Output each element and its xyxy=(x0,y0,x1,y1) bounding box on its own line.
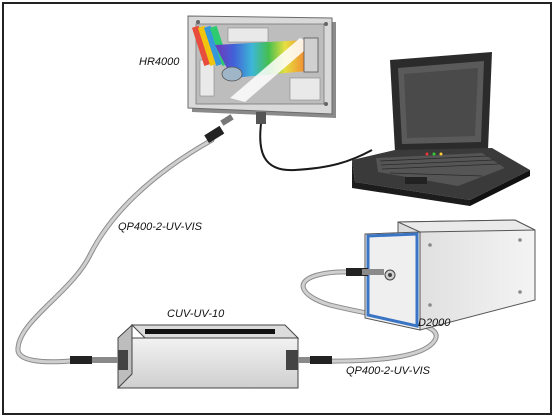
d2000-light-source xyxy=(364,219,536,331)
fiber-connector-d2000 xyxy=(346,268,384,276)
d2000-front-panel xyxy=(366,232,419,328)
cuv-uv-10-holder xyxy=(117,323,300,390)
hr4000-spectrometer xyxy=(187,15,336,124)
fiber-connector-hr4000 xyxy=(204,114,234,144)
light-beam xyxy=(230,38,312,102)
touchpad xyxy=(405,177,427,184)
label-fiber-lower: QP400-2-UV-VIS xyxy=(346,365,430,377)
grating xyxy=(221,66,243,82)
label-d2000: D2000 xyxy=(418,317,451,329)
fiber-connector-cuv-right xyxy=(298,356,332,364)
label-hr4000: HR4000 xyxy=(139,56,180,68)
label-fiber-upper: QP400-2-UV-VIS xyxy=(118,221,202,233)
usb-cable xyxy=(259,123,373,172)
detector xyxy=(303,37,319,73)
fiber-cable-upper xyxy=(15,137,215,365)
label-cuv-uv-10: CUV-UV-10 xyxy=(167,308,225,320)
laptop-computer xyxy=(352,52,530,206)
fiber-connector-cuv-left xyxy=(70,356,118,364)
